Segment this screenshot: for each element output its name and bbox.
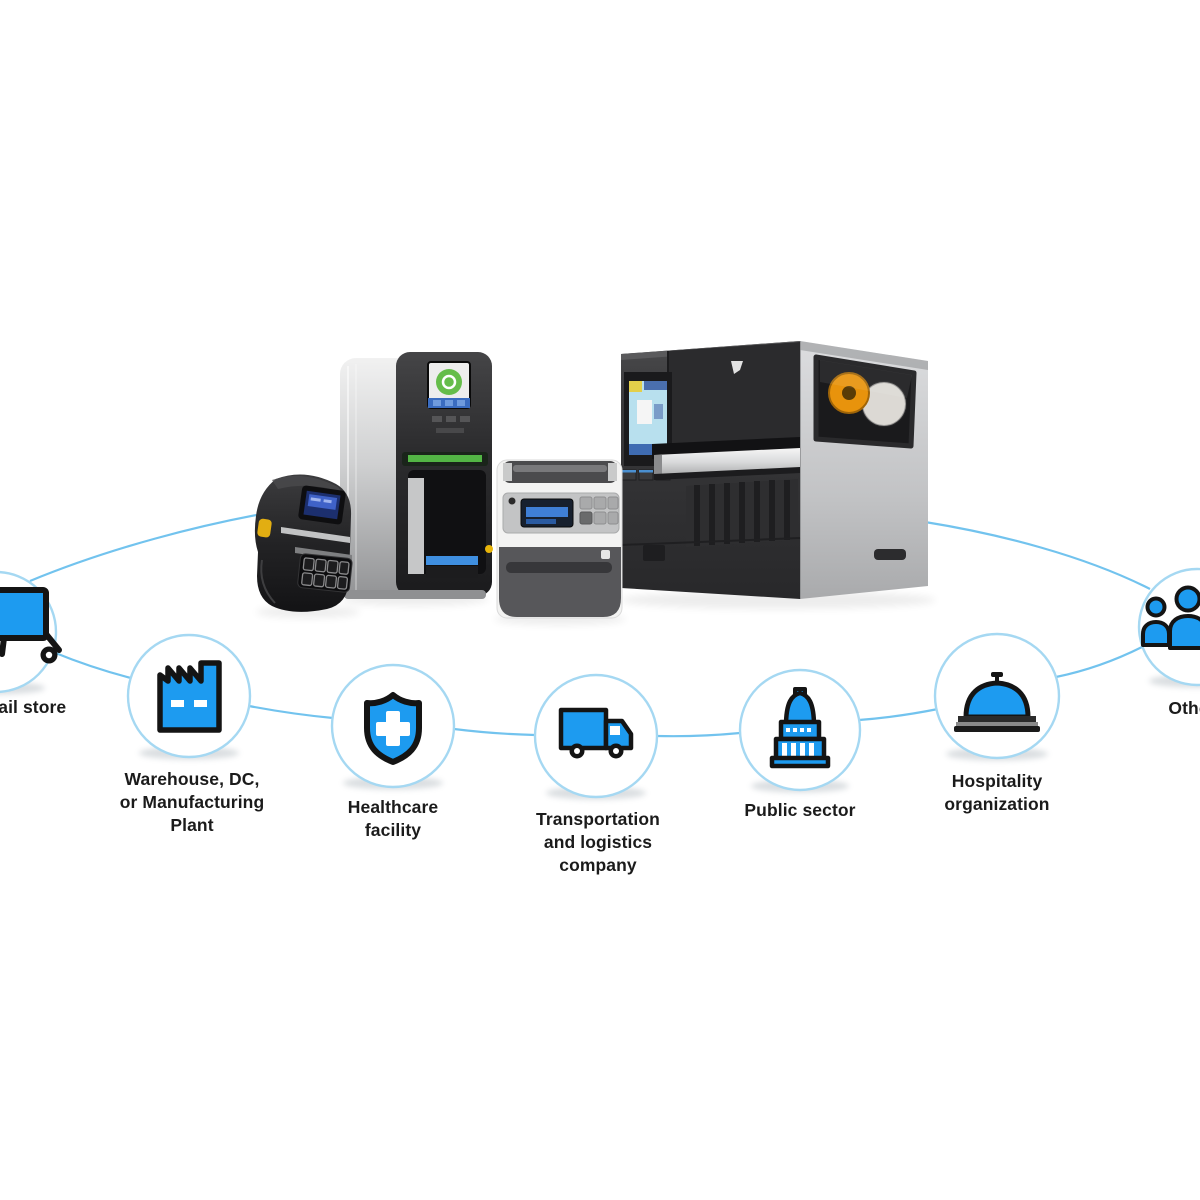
card-printer-status-light (402, 452, 488, 466)
connector-warehouse-healthcare (248, 704, 334, 720)
node-label-retail-store: Retail store (0, 697, 67, 717)
card-printer-buttons (432, 416, 470, 433)
media-window (813, 354, 917, 449)
mobile-printer-screen (298, 485, 346, 525)
desktop-printer-control-panel (502, 492, 620, 534)
arc-right (924, 520, 1151, 590)
industrial-printer-screen (624, 372, 672, 466)
node-label-public-sector: Public sector (744, 800, 856, 820)
shopping-cart-icon (0, 587, 62, 664)
card-printer-screen (427, 361, 471, 409)
desktop-printer (496, 459, 623, 619)
people-group-icon (1141, 585, 1200, 650)
connector-hospitality-other (1055, 646, 1143, 679)
front-lower-vent (643, 545, 665, 561)
capitol-building-icon (769, 687, 831, 769)
node-label-warehouse: Warehouse, DC, or Manufacturing Plant (119, 769, 265, 835)
node-label-transportation: Transportation and logistics company (536, 809, 660, 875)
mobile-printer (254, 474, 353, 612)
medical-shield-icon (364, 692, 422, 765)
desktop-printer-media-door (499, 547, 621, 617)
mobile-printer-latch (257, 518, 272, 538)
front-vents (686, 479, 798, 547)
connector-healthcare-transportation (453, 727, 536, 737)
card-printer (340, 352, 493, 599)
factory-icon (157, 660, 222, 733)
media-roll (862, 382, 906, 426)
node-label-healthcare: Healthcare facility (347, 797, 439, 840)
printhead-slot (652, 437, 800, 480)
service-bell-icon (954, 672, 1040, 732)
zebra-logo (731, 361, 743, 374)
connector-transportation-public (656, 731, 741, 738)
desktop-printer-roller-bar (503, 461, 617, 483)
connector-retail-warehouse (52, 650, 132, 680)
node-label-other: Other (1168, 698, 1200, 718)
node-label-hospitality: Hospitality organization (944, 771, 1050, 814)
card-output-slot (408, 470, 486, 578)
industrial-printer (620, 341, 928, 599)
connector-public-hospitality (858, 707, 939, 722)
zebra-logo-small (508, 497, 516, 505)
delivery-truck-icon (558, 707, 634, 759)
mobile-printer-keypad (297, 553, 353, 593)
side-vent (874, 549, 906, 560)
